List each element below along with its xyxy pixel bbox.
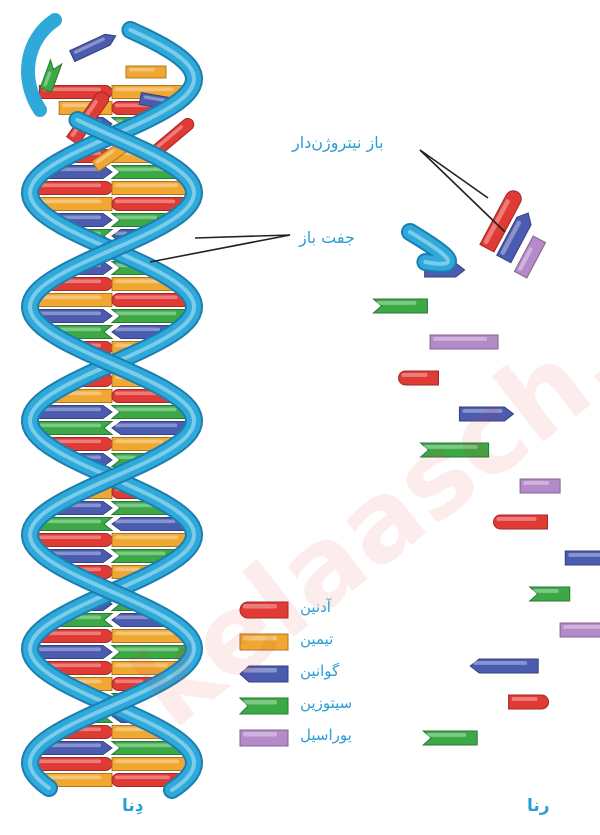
rna-caption: رنا: [527, 796, 550, 816]
cytosine-base: [36, 422, 112, 435]
guanine-base: [470, 659, 538, 673]
legend-icon-cytosine: [240, 698, 288, 714]
thymine-base: [126, 66, 166, 78]
guanine-base: [112, 422, 188, 435]
legend-icon-uracil: [240, 730, 288, 746]
legend-icon-thymine: [240, 634, 288, 650]
thymine-base: [112, 182, 189, 195]
adenine-base: [34, 758, 112, 771]
nitrogen-base-pointer-1: [420, 150, 488, 198]
cytosine-base: [373, 299, 427, 313]
cytosine-base: [530, 587, 570, 601]
guanine-base: [70, 30, 119, 61]
uracil-base: [560, 623, 600, 637]
thymine-base: [35, 294, 112, 307]
base-pair-label: جفت باز: [299, 228, 355, 247]
nitrogen-base-label: باز نیتروژن‌دار: [292, 133, 384, 152]
legend-label-thymine: تیمین: [300, 630, 333, 648]
uracil-base: [430, 335, 498, 349]
dna-caption: دِنا: [122, 796, 144, 816]
guanine-base: [34, 646, 112, 659]
legend-icons: [240, 602, 288, 746]
legend-label-adenine: آدنین: [300, 598, 331, 616]
adenine-base: [35, 182, 112, 195]
thymine-base: [112, 758, 190, 771]
legend-label-guanine: گوانین: [300, 662, 339, 680]
base-pair-pointer-2: [150, 235, 290, 262]
adenine-base: [112, 294, 189, 307]
adenine-base: [399, 371, 439, 385]
legend-icon-guanine: [240, 666, 288, 682]
legend-icon-adenine: [240, 602, 288, 618]
guanine-base: [565, 551, 600, 565]
adenine-base: [493, 515, 547, 529]
adenine-base: [509, 695, 549, 709]
uracil-base: [520, 479, 560, 493]
cytosine-base: [423, 731, 477, 745]
cytosine-base: [112, 646, 190, 659]
thymine-base: [112, 534, 189, 547]
rna-bases: [373, 188, 600, 745]
guanine-base: [459, 407, 513, 421]
cytosine-base: [421, 443, 489, 457]
nitrogen-base-pointer-2: [420, 150, 505, 232]
legend-label-cytosine: سیتوزین: [300, 694, 352, 712]
legend-label-uracil: یوراسیل: [300, 726, 352, 744]
adenine-base: [35, 534, 112, 547]
rna-backbone: [410, 232, 448, 264]
